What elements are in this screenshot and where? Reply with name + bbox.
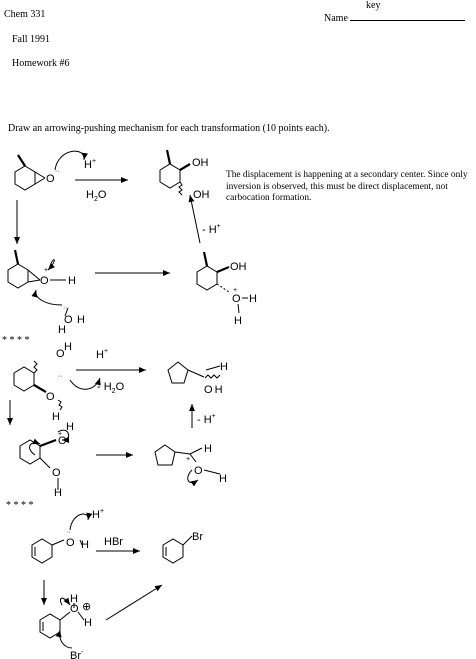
water-h-bottom: H bbox=[58, 324, 66, 336]
curved-arrow-1 bbox=[54, 150, 88, 171]
name-field: Name bbox=[324, 11, 465, 25]
reagent-h-plus-2: H+ bbox=[96, 348, 108, 361]
reagent-hbr: HBr bbox=[104, 536, 123, 548]
answer-key-label: key bbox=[366, 0, 381, 11]
assignment-title: Homework #6 bbox=[12, 58, 70, 69]
water-loss-label: - H2O bbox=[97, 381, 125, 395]
epoxide-oxygen: O bbox=[46, 173, 55, 185]
curved-arrow-8 bbox=[69, 512, 93, 531]
carbocation-intermediate bbox=[19, 438, 59, 490]
protonated-epoxide bbox=[7, 249, 66, 289]
reagent-h-plus: H+ bbox=[84, 158, 96, 171]
curved-arrow-9 bbox=[59, 597, 71, 606]
curved-arrow-4 bbox=[69, 377, 101, 390]
curved-arrow-7 bbox=[187, 469, 199, 487]
cation-oh-h: H bbox=[66, 421, 74, 433]
intermediate-h-right: H bbox=[249, 293, 257, 305]
top-oh-o: O bbox=[56, 348, 65, 360]
water-h-right: H bbox=[77, 314, 85, 326]
aldehyde-h: H bbox=[220, 361, 228, 373]
explanation-note: The displacement is happening at a secon… bbox=[226, 170, 468, 203]
cyclopentyl-o: O bbox=[194, 465, 203, 477]
up-arrow-1 bbox=[188, 194, 201, 244]
oxonium-h-top-3: H bbox=[70, 593, 78, 605]
course-title: Chem 331 bbox=[4, 9, 46, 20]
allyl-bromide-product bbox=[162, 535, 193, 564]
bottom-oh-h: H bbox=[52, 411, 60, 423]
deprotonation-label-1: - H+ bbox=[202, 223, 221, 236]
lone-pair-dots-2: ·· bbox=[63, 305, 68, 312]
lone-pair-dots-1: ·· bbox=[55, 168, 60, 175]
oxonium-plus: + bbox=[44, 267, 48, 274]
diol-product bbox=[159, 149, 191, 196]
oxonium-o-3: O bbox=[70, 603, 79, 615]
bromide-ion: Br- bbox=[70, 649, 84, 659]
top-oh-h: H bbox=[64, 341, 72, 353]
intermediate-plus: + bbox=[233, 287, 237, 294]
oxonium-charge-3: ⊕ bbox=[82, 601, 91, 613]
water-oxygen: O bbox=[64, 314, 73, 326]
separator-2: * * * * bbox=[6, 500, 34, 511]
cyclopentyl-h: H bbox=[204, 443, 212, 455]
term: Fall 1991 bbox=[12, 34, 51, 45]
alcohol-h: H bbox=[81, 539, 89, 551]
product-br: Br bbox=[192, 531, 203, 543]
cation-plus: + bbox=[58, 431, 62, 438]
cyclopentyl-plus: + bbox=[186, 456, 190, 463]
curved-arrow-6 bbox=[57, 429, 70, 443]
reagent-water: H2O bbox=[86, 189, 107, 203]
curved-arrow-10 bbox=[55, 629, 73, 649]
cyclopentyl-oh-h: H bbox=[219, 473, 227, 485]
intermediate-oh: OH bbox=[230, 261, 247, 273]
ring-contracted-oxocarbenium bbox=[167, 361, 221, 384]
product-oh-top: OH bbox=[192, 157, 209, 169]
separator-1: * * * * bbox=[2, 335, 30, 346]
diol-reactant-2 bbox=[13, 360, 63, 411]
epoxide-reactant bbox=[14, 154, 46, 191]
name-label: Name bbox=[324, 13, 348, 24]
name-line bbox=[349, 11, 465, 21]
lone-pair-dots-4: ·· bbox=[66, 529, 71, 536]
oxonium-h: H bbox=[68, 275, 76, 287]
cation-bottom-h: H bbox=[54, 487, 62, 499]
intermediate-h-bottom: H bbox=[234, 315, 242, 327]
deprotonation-label-2: - H+ bbox=[197, 413, 216, 426]
instructions: Draw an arrowing-pushing mechanism for e… bbox=[8, 123, 330, 134]
protonated-oxygen: O bbox=[40, 275, 49, 287]
curved-arrow-3 bbox=[31, 289, 63, 306]
cation-bottom-o: O bbox=[52, 467, 61, 479]
cyclopentyl-cation bbox=[154, 444, 221, 475]
cation-oh-o: O bbox=[58, 435, 67, 447]
bottom-oh-o: O bbox=[46, 391, 55, 403]
oxonium-h-right-3: H bbox=[84, 617, 92, 629]
protonated-alcohol-intermediate bbox=[196, 251, 248, 314]
curved-arrow-5 bbox=[29, 438, 41, 456]
reagent-h-plus-3: H+ bbox=[92, 508, 104, 521]
alcohol-o: O bbox=[66, 537, 75, 549]
lone-pair-dots-3: ·· bbox=[58, 373, 63, 380]
reaction-arrow-6 bbox=[105, 584, 163, 621]
allylic-alcohol bbox=[31, 538, 83, 564]
intermediate-oxonium-o: O bbox=[232, 293, 241, 305]
product-oh-bottom: OH bbox=[193, 189, 210, 201]
curved-arrow-2 bbox=[47, 259, 56, 271]
